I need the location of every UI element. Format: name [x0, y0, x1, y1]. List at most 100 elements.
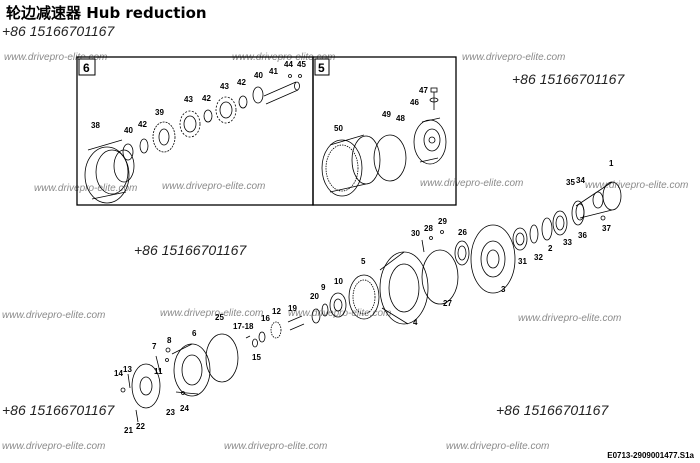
inset-5-number-box — [314, 58, 330, 76]
part-label: 22 — [136, 422, 145, 431]
part-14 — [120, 387, 126, 393]
part-label: 42 — [202, 94, 211, 103]
web-watermark: www.drivepro-elite.com — [288, 308, 392, 319]
part-28 — [429, 236, 433, 240]
inset-6-labels: 38 40 42 39 43 42 43 42 40 41 44 45 — [91, 60, 306, 135]
part-label: 2 — [548, 244, 553, 253]
part-label: 45 — [297, 60, 306, 69]
part-label: 21 — [124, 426, 133, 435]
part-35 — [592, 191, 604, 209]
part-32 — [529, 224, 539, 244]
web-watermark: www.drivepro-elite.com — [420, 178, 524, 189]
web-watermark: www.drivepro-elite.com — [2, 441, 106, 452]
inset-6-number: 6 — [83, 61, 90, 75]
part-label: 48 — [396, 114, 405, 123]
part-label: 31 — [518, 257, 527, 266]
part-37 — [600, 215, 606, 221]
web-watermark: www.drivepro-elite.com — [160, 308, 264, 319]
part-5-ring-gear — [348, 274, 380, 320]
part-label: 38 — [91, 121, 100, 130]
part-27-oring — [421, 249, 459, 305]
part-label: 41 — [269, 67, 278, 76]
part-label: 46 — [410, 98, 419, 107]
part-24 — [181, 391, 185, 395]
web-watermark: www.drivepro-elite.com — [224, 441, 328, 452]
part-label: 28 — [424, 224, 433, 233]
phone-watermark: +86 15166701167 — [496, 402, 609, 418]
part-36-ring — [571, 200, 585, 226]
part-label: 30 — [411, 229, 420, 238]
part-26-seal — [454, 240, 470, 266]
diagram-title: 轮边减速器 Hub reduction — [6, 4, 207, 22]
part-label: 47 — [419, 86, 428, 95]
part-label: 36 — [578, 231, 587, 240]
part-label: 3 — [501, 285, 506, 294]
part-label: 24 — [180, 404, 189, 413]
part-25-oring — [205, 333, 239, 383]
part-38-carrier — [84, 146, 130, 204]
part-17-18 — [245, 335, 251, 339]
web-watermark: www.drivepro-elite.com — [2, 310, 106, 321]
part-label: 32 — [534, 253, 543, 262]
part-19-shaft — [287, 315, 305, 331]
part-49-ring — [373, 134, 407, 182]
part-label: 42 — [237, 78, 246, 87]
part-label: 7 — [152, 342, 157, 351]
web-watermark: www.drivepro-elite.com — [518, 313, 622, 324]
inset-6-frame — [76, 56, 314, 206]
part-label: 37 — [602, 224, 611, 233]
part-3-hub — [470, 224, 516, 294]
part-16 — [258, 331, 266, 343]
inset-5-labels: 50 49 48 46 47 — [334, 86, 428, 133]
part-12-gear — [270, 321, 282, 339]
part-7 — [155, 355, 161, 373]
part-label: 26 — [458, 228, 467, 237]
part-label: 10 — [334, 277, 343, 286]
part-43-bearing — [215, 96, 237, 124]
web-watermark: www.drivepro-elite.com — [162, 181, 266, 192]
part-label: 42 — [138, 120, 147, 129]
part-label: 50 — [334, 124, 343, 133]
main-exploded-parts — [120, 181, 622, 423]
part-label: 27 — [443, 299, 452, 308]
part-label: 23 — [166, 408, 175, 417]
part-43-bearing — [179, 110, 201, 138]
part-label: 25 — [215, 313, 224, 322]
part-41-pin — [263, 81, 299, 105]
part-label: 5 — [361, 257, 366, 266]
web-watermark: www.drivepro-elite.com — [585, 180, 689, 191]
part-label: 40 — [124, 126, 133, 135]
part-6-housing — [173, 343, 211, 397]
part-label: 6 — [192, 329, 197, 338]
part-label: 14 — [114, 369, 123, 378]
part-label: 12 — [272, 307, 281, 316]
part-label: 11 — [154, 367, 163, 376]
part-label: 43 — [184, 95, 193, 104]
part-label: 43 — [220, 82, 229, 91]
part-label: 9 — [321, 283, 326, 292]
part-30-bolt — [421, 239, 425, 253]
inset-5-frame — [312, 56, 457, 206]
part-42-ring — [139, 138, 149, 154]
part-21-22 — [135, 409, 139, 423]
part-42-ring — [238, 95, 248, 109]
part-15 — [252, 338, 258, 348]
part-13 — [127, 373, 131, 389]
main-part-labels: 1 34 35 36 37 33 2 32 31 3 26 27 30 28 2… — [114, 159, 614, 435]
part-50-ring-gear — [321, 139, 363, 197]
part-label: 44 — [284, 60, 293, 69]
part-39-gear — [152, 121, 176, 153]
inset-5-number: 5 — [318, 61, 325, 75]
part-label: 35 — [566, 178, 575, 187]
part-label: 15 — [252, 353, 261, 362]
web-watermark: www.drivepro-elite.com — [446, 441, 550, 452]
part-label: 49 — [382, 110, 391, 119]
part-40-washer — [122, 143, 134, 161]
part-label: 4 — [413, 318, 418, 327]
phone-watermark: +86 15166701167 — [2, 402, 115, 418]
part-40-washer — [252, 86, 264, 104]
part-label: 13 — [123, 365, 132, 374]
web-watermark: www.drivepro-elite.com — [462, 52, 566, 63]
drawing-code: E0713-2909001477.S1a — [607, 451, 694, 460]
part-label: 33 — [563, 238, 572, 247]
